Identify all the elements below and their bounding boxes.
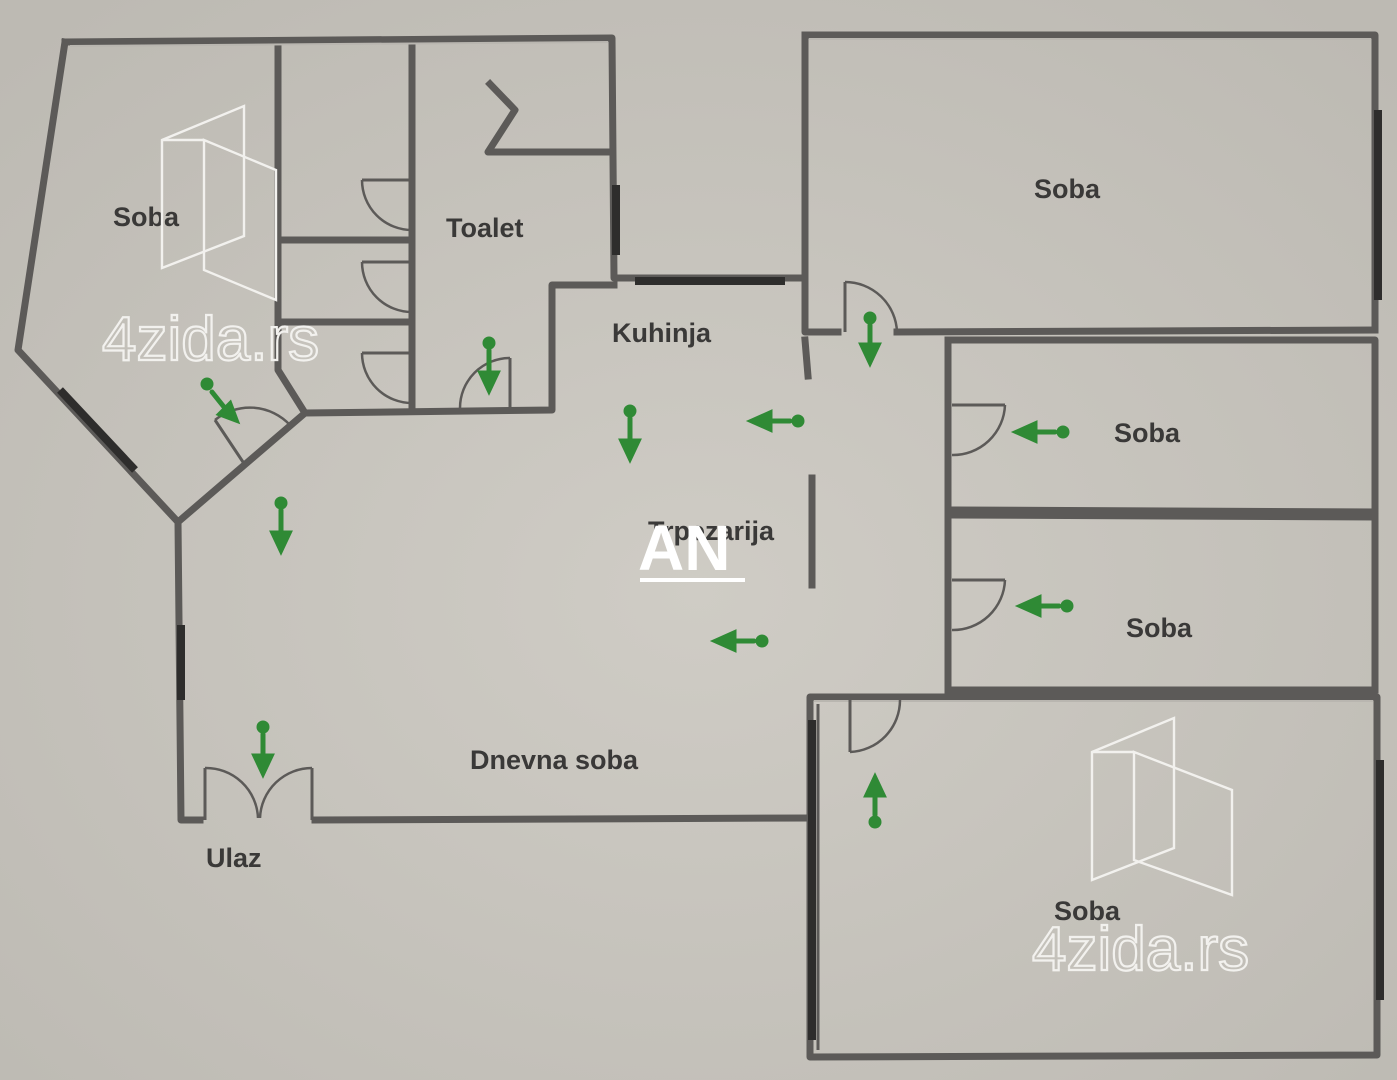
green-direction-arrow-icon: [200, 377, 241, 425]
door-swing-icon: [360, 351, 413, 405]
agency-logo: AN: [638, 512, 745, 584]
room-label-soba-middle-right: Soba: [1114, 418, 1181, 448]
door-swing-icon: [458, 356, 512, 409]
green-direction-arrow-icon: [1014, 594, 1074, 618]
room-label-ulaz: Ulaz: [206, 843, 262, 873]
green-direction-arrow-icon: [858, 311, 882, 368]
4zida-cube-logo: [1090, 716, 1234, 897]
watermark-bottom-right: 4zida.rs: [1031, 716, 1250, 985]
green-direction-arrow-icon: [745, 409, 805, 433]
green-direction-arrow-icon-group: [200, 311, 1074, 829]
green-direction-arrow-icon: [251, 720, 275, 779]
room-label-kuhinja: Kuhinja: [612, 318, 712, 348]
room-label-soba-lower-right: Soba: [1126, 613, 1193, 643]
green-direction-arrow-icon: [1010, 420, 1070, 444]
windows: [57, 110, 1384, 1040]
watermark-text: 4zida.rs: [1032, 915, 1249, 984]
room-label-dnevna-soba: Dnevna soba: [470, 745, 639, 775]
room-label-soba-top-right: Soba: [1034, 174, 1101, 204]
room-label-soba-bottom-right: Soba: [1054, 896, 1121, 926]
green-direction-arrow-icon: [709, 629, 769, 653]
entrance-double-door-icon: [203, 766, 314, 820]
green-direction-arrow-icon: [269, 496, 293, 556]
green-direction-arrow-icon: [477, 336, 501, 396]
door-swing-icon: [951, 578, 1007, 632]
door-swing-icon: [360, 178, 413, 232]
window-left: [57, 387, 138, 473]
agency-logo-text: AN: [638, 512, 730, 584]
room-label-toalet: Toalet: [446, 213, 524, 243]
green-direction-arrow-icon: [863, 772, 887, 829]
door-swing-icon: [843, 280, 899, 333]
door-swing-icon: [848, 699, 902, 754]
door-swing-icon: [360, 260, 413, 314]
watermark-text: 4zida.rs: [102, 305, 319, 374]
room-labels: Soba Toalet Soba Kuhinja Soba Trpezarija…: [113, 174, 1193, 926]
watermark-top-left: 4zida.rs: [101, 104, 320, 375]
room-label-soba-left: Soba: [113, 202, 180, 232]
doors: [203, 178, 1007, 820]
room-label-trpezarija: Trpezarija: [648, 516, 775, 546]
green-direction-arrow-icon: [618, 404, 642, 464]
door-swing-icon: [951, 403, 1007, 457]
4zida-cube-logo: [160, 104, 278, 302]
